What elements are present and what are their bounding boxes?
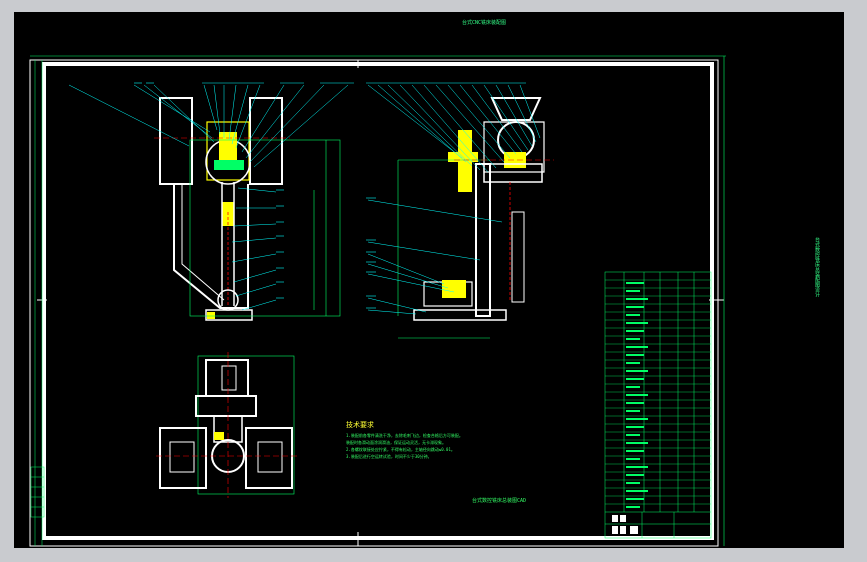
technical-note-line: 2.各螺纹联接处应拧紧，不得有松动，主轴径向跳动≤0.01。 bbox=[346, 447, 455, 452]
parts-list-entry-mark bbox=[626, 450, 644, 452]
technical-note-line: 3.装配后进行空运转试验，时间不少于30分钟。 bbox=[346, 454, 432, 459]
parts-list-entry-mark bbox=[626, 370, 648, 372]
parts-list-entry-mark bbox=[626, 378, 644, 380]
right-motor-housing bbox=[249, 97, 283, 185]
top-motor-block bbox=[205, 359, 249, 397]
zone-markers bbox=[37, 60, 724, 546]
sheet-outer-frame bbox=[29, 59, 719, 547]
side-base bbox=[413, 309, 507, 321]
parts-list-entry-mark bbox=[626, 314, 640, 316]
front-base-plate bbox=[205, 309, 253, 321]
hopper-funnel bbox=[490, 97, 542, 121]
technical-note-line: 装配时各滑动面涂润滑油，保证运动灵活，无卡滞现象。 bbox=[346, 440, 446, 445]
parts-list-entry-mark bbox=[626, 498, 644, 500]
front-view bbox=[154, 97, 341, 321]
left-margin-strip bbox=[30, 60, 45, 546]
side-spindle-housing bbox=[483, 121, 545, 173]
spindle-head bbox=[206, 121, 250, 181]
parts-list-entry-mark bbox=[626, 394, 648, 396]
parts-list-entry-mark bbox=[626, 418, 648, 420]
parts-list-entry-mark bbox=[626, 338, 640, 340]
parts-list-entry-mark bbox=[626, 402, 644, 404]
front-balloon-ticks bbox=[134, 82, 354, 299]
parts-list-rows bbox=[605, 279, 711, 508]
drawing-side-caption: 台式数控铣床总装配图设计 bbox=[814, 237, 820, 297]
column-frame bbox=[173, 184, 249, 309]
parts-list-entry-mark bbox=[626, 442, 648, 444]
parts-list-entry-mark bbox=[626, 458, 640, 460]
parts-list-entry-mark bbox=[626, 410, 640, 412]
technical-note-line: 1.装配前各零件清洗干净，去除毛刺飞边，检查合格后方可装配。 bbox=[346, 433, 463, 438]
parts-list-entry-mark bbox=[626, 466, 648, 468]
front-leaders bbox=[68, 84, 349, 311]
parts-list-entry-mark bbox=[626, 346, 648, 348]
parts-list-entry-mark bbox=[626, 298, 648, 300]
parts-list-entry-mark bbox=[626, 290, 640, 292]
drawing-top-title: 台式CNC铣床装配图 bbox=[462, 20, 507, 26]
parts-list-entry-mark bbox=[626, 282, 644, 284]
title-block-marks bbox=[612, 515, 638, 534]
side-carriage bbox=[483, 163, 543, 183]
drawing-bottom-caption: 台式数控铣床总装图CAD bbox=[472, 498, 527, 504]
column-inner bbox=[181, 184, 225, 301]
parts-list-entry-mark bbox=[626, 506, 640, 508]
base-feet bbox=[207, 312, 215, 319]
front-dim-frame bbox=[189, 139, 341, 317]
parts-list-entry-mark bbox=[626, 322, 648, 324]
parts-list-entry-mark bbox=[626, 434, 640, 436]
parts-list-entry-mark bbox=[626, 490, 648, 492]
sheet-inner-frame bbox=[42, 62, 714, 540]
side-guide-block bbox=[511, 211, 525, 303]
top-motor-core bbox=[221, 365, 237, 391]
side-column bbox=[475, 163, 491, 317]
top-cross-bar bbox=[195, 395, 257, 417]
top-hub-highlight bbox=[214, 432, 224, 440]
top-left-wheel bbox=[159, 427, 207, 489]
parts-list-entry-mark bbox=[626, 306, 644, 308]
top-right-wheel bbox=[245, 427, 293, 489]
cad-drawing-viewport[interactable]: 台式CNC铣床装配图 台式数控铣床总装配图设计 技术要求 1.装配前各零件清洗干… bbox=[14, 12, 844, 548]
technical-notes-heading: 技术要求 bbox=[346, 421, 374, 429]
assembly-drawing bbox=[29, 55, 726, 547]
top-dim-frame bbox=[197, 355, 295, 495]
side-balloon-ticks bbox=[366, 82, 526, 309]
parts-list-entry-mark bbox=[626, 482, 640, 484]
spindle-collar bbox=[214, 160, 244, 170]
parts-list-entry-mark bbox=[626, 362, 640, 364]
top-right-wheel-inner bbox=[257, 441, 283, 473]
side-view bbox=[397, 97, 554, 339]
parts-list-entry-mark bbox=[626, 330, 644, 332]
left-motor-housing bbox=[159, 97, 193, 185]
top-left-wheel-inner bbox=[169, 441, 195, 473]
x-axis-coupling bbox=[442, 280, 466, 298]
parts-list-entry-mark bbox=[626, 474, 644, 476]
parts-list-entry-mark bbox=[626, 426, 644, 428]
spindle-core bbox=[219, 132, 237, 162]
parts-list-entry-mark bbox=[626, 354, 644, 356]
side-leaders bbox=[367, 84, 541, 315]
top-view bbox=[156, 352, 300, 498]
parts-list-entry-mark bbox=[626, 386, 640, 388]
